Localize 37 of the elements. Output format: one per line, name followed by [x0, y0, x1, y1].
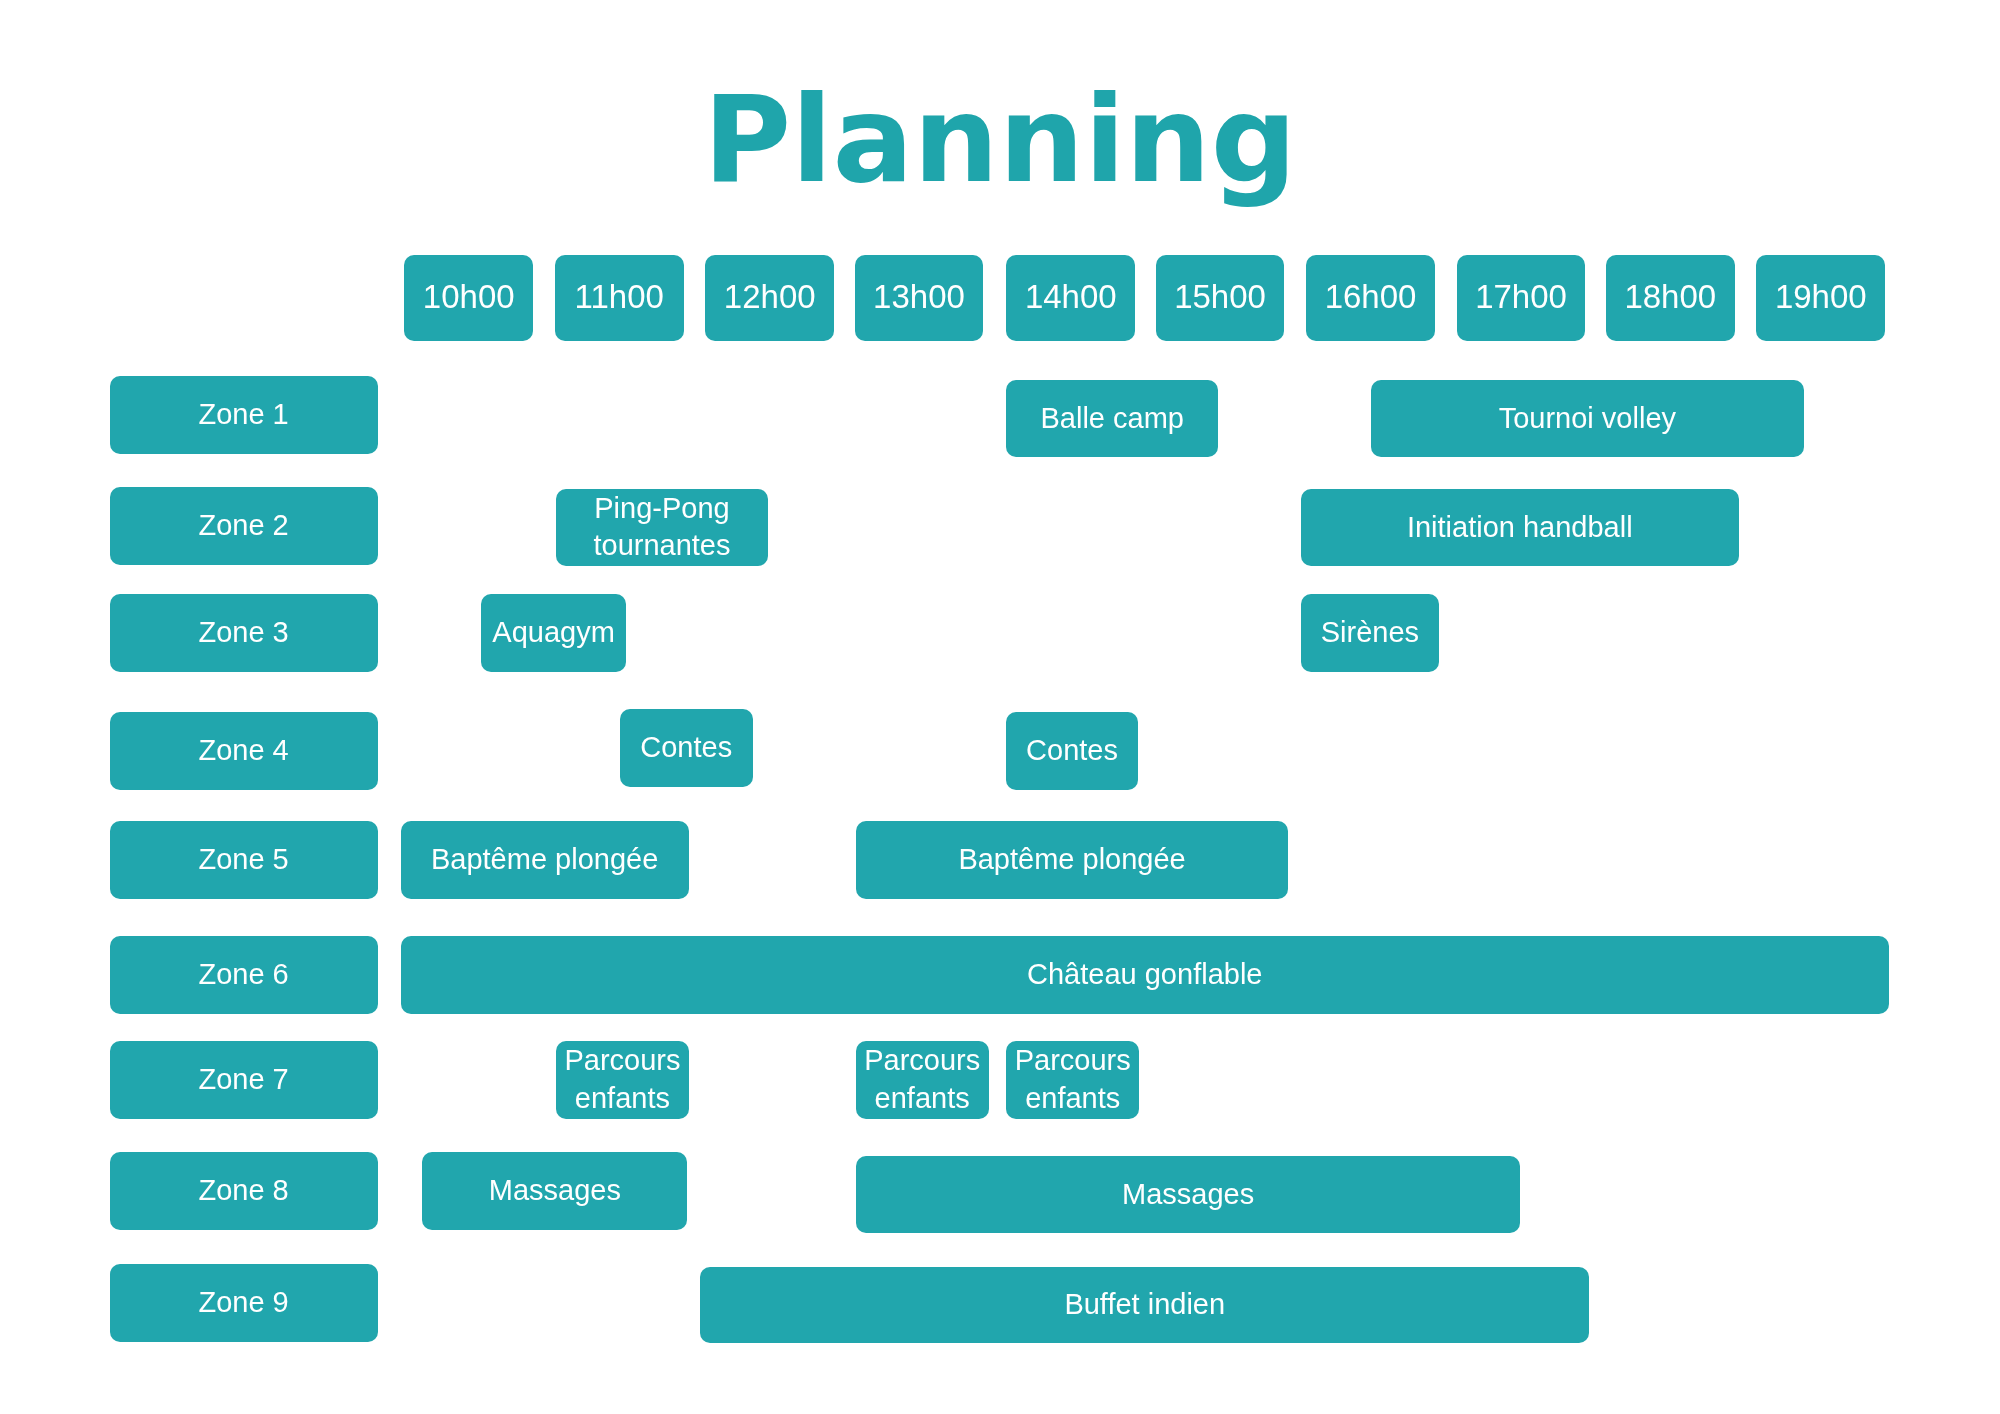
time-slot-header: 18h00 [1605, 255, 1735, 341]
time-slot-header: 11h00 [554, 255, 684, 341]
activity-box: Contes [619, 709, 753, 787]
time-slot-header: 10h00 [404, 255, 534, 341]
time-slot-header: 19h00 [1756, 255, 1886, 341]
time-slot-header: 14h00 [1006, 255, 1136, 341]
time-slot-header: 16h00 [1306, 255, 1435, 341]
activity-box: Parcours enfants [855, 1040, 989, 1119]
activity-box: Balle camp [1006, 380, 1219, 457]
zone-label-box: Zone 7 [109, 1040, 378, 1119]
zone-label-box: Zone 3 [109, 594, 378, 673]
time-slot-header: 15h00 [1155, 255, 1285, 341]
zone-label-box: Zone 8 [109, 1151, 378, 1230]
time-slot-header: 12h00 [705, 255, 835, 341]
activity-box: Parcours enfants [1006, 1040, 1139, 1119]
zone-label-box: Zone 2 [109, 487, 378, 566]
zone-label-box: Zone 5 [109, 821, 378, 900]
time-slot-header: 17h00 [1456, 255, 1586, 341]
activity-box: Aquagym [480, 594, 627, 673]
activity-box: Baptême plongée [400, 821, 689, 900]
zone-label-box: Zone 4 [109, 711, 378, 790]
activity-box: Initiation handball [1301, 488, 1739, 567]
zone-label-box: Zone 9 [109, 1264, 378, 1342]
activity-box: Buffet indien [700, 1266, 1590, 1344]
activity-box: Massages [855, 1155, 1521, 1234]
activity-box: Château gonflable [400, 936, 1889, 1014]
activity-box: Ping-Pong tournantes [556, 488, 768, 567]
activity-box: Massages [422, 1151, 688, 1230]
time-slot-header: 13h00 [854, 255, 984, 341]
activity-box: Sirènes [1301, 594, 1439, 673]
activity-box: Baptême plongée [855, 821, 1289, 900]
page-title: Planning [702, 70, 1298, 209]
activity-box: Contes [1006, 711, 1138, 790]
activity-box: Tournoi volley [1371, 380, 1804, 457]
activity-box: Parcours enfants [556, 1040, 689, 1119]
zone-label-box: Zone 6 [109, 936, 378, 1014]
zone-label-box: Zone 1 [109, 376, 378, 455]
